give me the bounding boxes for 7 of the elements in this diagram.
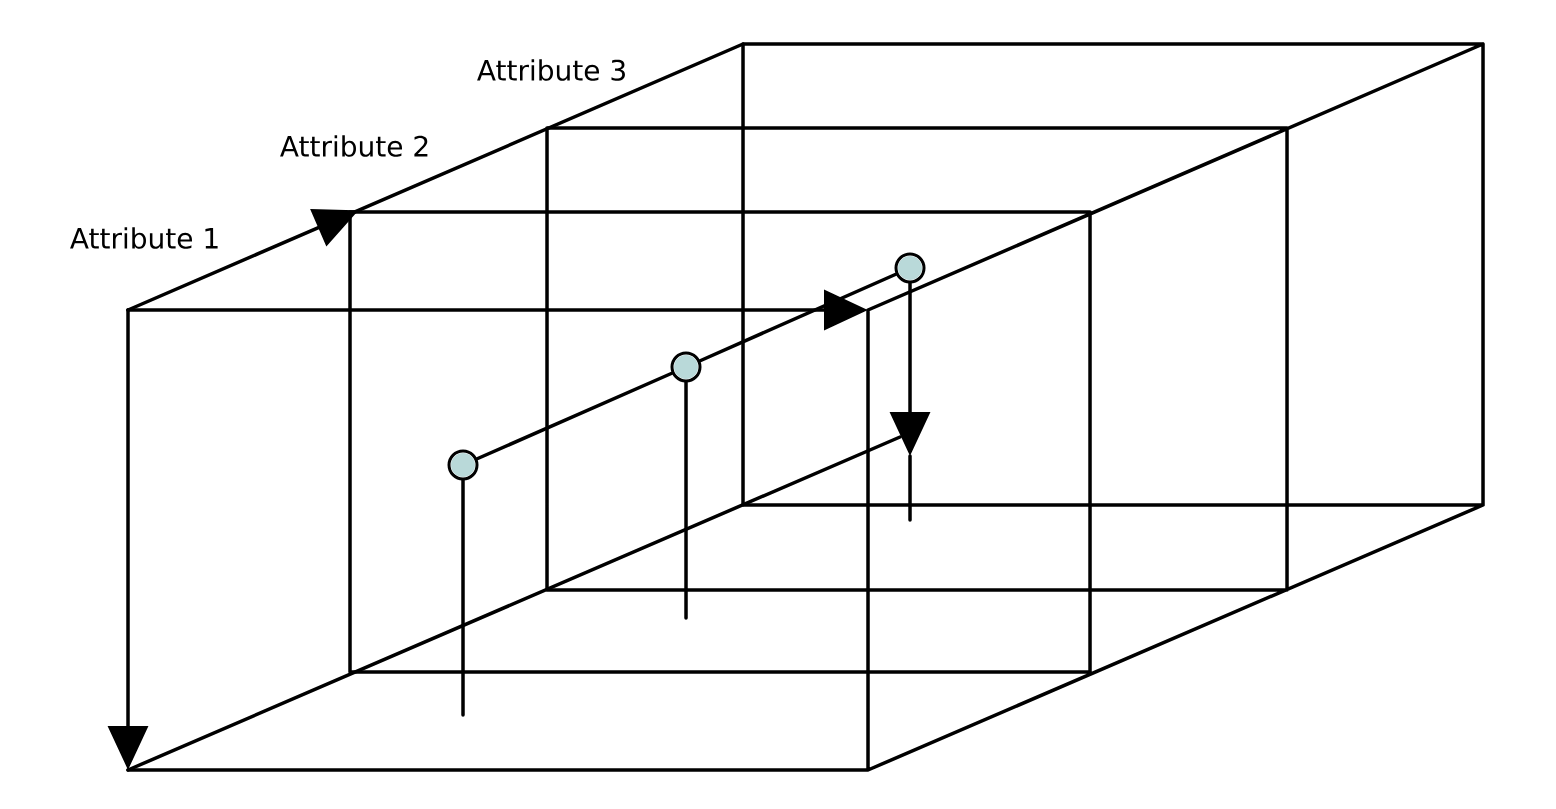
axis-label: Attribute 1 xyxy=(70,227,218,249)
connector-line xyxy=(461,478,465,717)
connector-line xyxy=(475,371,674,461)
axis-label: Attribute 3 xyxy=(477,59,625,81)
axis-label: Attribute 2 xyxy=(280,135,428,157)
connector-line xyxy=(684,380,688,620)
connector-line xyxy=(698,272,898,363)
